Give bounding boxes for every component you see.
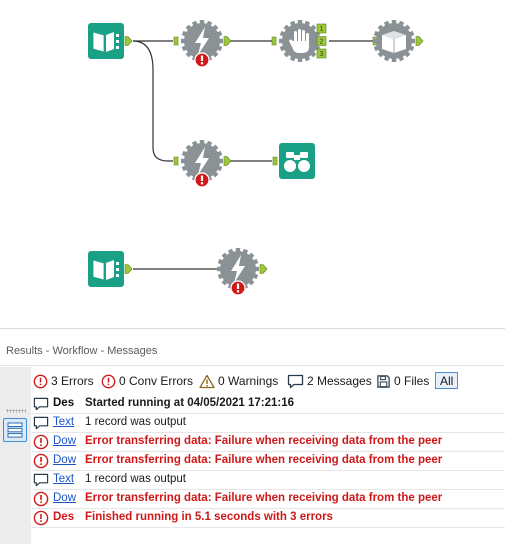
message-list: Des Started running at 04/05/2021 17:21:… [31, 395, 505, 528]
message-icon [287, 374, 304, 388]
filter-messages-label: 2 Messages [307, 374, 372, 388]
message-icon [33, 473, 49, 487]
message-tool-link[interactable]: Text [53, 416, 75, 428]
message-tool-link[interactable]: Dow [53, 435, 77, 447]
svg-text:1: 1 [320, 26, 324, 33]
message-row[interactable]: Dow Error transferring data: Failure whe… [31, 490, 505, 509]
filter-messages[interactable]: 2 Messages [287, 371, 372, 391]
filter-warnings-label: 0 Warnings [218, 374, 279, 388]
message-tool-link[interactable]: Dow [53, 492, 77, 504]
filter-warnings[interactable]: 0 Warnings [199, 371, 278, 391]
filter-conv-errors-label: 0 Conv Errors [119, 374, 194, 388]
filter-errors[interactable]: 3 Errors [33, 371, 94, 391]
text-input-tool[interactable] [87, 22, 133, 60]
output-tool[interactable] [372, 20, 424, 62]
drag-grip-icon[interactable] [6, 409, 26, 413]
message-text: Error transferring data: Failure when re… [85, 492, 443, 504]
message-icon [33, 397, 49, 411]
message-text: 1 record was output [85, 416, 187, 428]
conv-error-icon [101, 374, 116, 388]
message-text: Error transferring data: Failure when re… [85, 435, 443, 447]
svg-text:3: 3 [320, 51, 324, 58]
filter-files[interactable]: 0 Files [376, 371, 429, 391]
message-filter-bar: 3 Errors 0 Conv Errors 0 Warnings 2 Mess… [31, 371, 505, 391]
message-text: Started running at 04/05/2021 17:21:16 [85, 397, 295, 409]
error-icon [33, 510, 49, 526]
hand-stop-icon [289, 29, 309, 53]
save-file-icon [377, 374, 390, 388]
list-view-icon [7, 422, 23, 438]
filter-errors-label: 3 Errors [51, 374, 94, 388]
filter-conv-errors[interactable]: 0 Conv Errors [101, 371, 193, 391]
text-input-tool[interactable] [87, 250, 133, 288]
message-row[interactable]: Des Finished running in 5.1 seconds with… [31, 509, 505, 528]
filter-output-anchors: 1 2 3 [316, 23, 327, 59]
panel-divider [0, 365, 505, 366]
filter-files-label: 0 Files [394, 374, 430, 388]
svg-text:2: 2 [320, 39, 324, 46]
download-tool[interactable] [173, 140, 232, 188]
message-text: Error transferring data: Failure when re… [85, 454, 443, 466]
message-row[interactable]: Des Started running at 04/05/2021 17:21:… [31, 395, 505, 414]
filter-tool[interactable]: 1 2 3 [271, 20, 327, 62]
download-tool[interactable] [173, 20, 232, 68]
message-text: 1 record was output [85, 473, 187, 485]
message-tool-link[interactable]: Dow [53, 454, 77, 466]
workflow-canvas[interactable]: 1 2 3 [0, 0, 505, 328]
download-tool[interactable] [217, 248, 268, 296]
messages-view-button[interactable] [3, 418, 27, 442]
error-badge-icon [230, 280, 246, 296]
binoculars-icon [284, 152, 310, 172]
message-row[interactable]: Dow Error transferring data: Failure whe… [31, 433, 505, 452]
message-row[interactable]: Text 1 record was output [31, 471, 505, 490]
results-panel-title: Results - Workflow - Messages [6, 345, 158, 357]
message-icon [33, 416, 49, 430]
error-badge-icon [194, 52, 210, 68]
message-text: Finished running in 5.1 seconds with 3 e… [85, 511, 333, 523]
warning-icon [199, 374, 215, 388]
error-icon [33, 491, 49, 507]
error-icon [33, 453, 49, 469]
error-icon [33, 374, 48, 388]
filter-all-button[interactable]: All [435, 372, 459, 389]
message-row[interactable]: Dow Error transferring data: Failure whe… [31, 452, 505, 471]
message-tool-link[interactable]: Text [53, 473, 75, 485]
browse-tool[interactable] [272, 143, 315, 179]
error-icon [33, 434, 49, 450]
message-tool-name: Des [53, 397, 75, 409]
message-row[interactable]: Text 1 record was output [31, 414, 505, 433]
message-tool-name: Des [53, 511, 75, 523]
error-badge-icon [194, 172, 210, 188]
results-side-strip [0, 367, 31, 544]
results-panel: Results - Workflow - Messages 3 Errors [0, 328, 505, 544]
open-book-icon [382, 31, 406, 53]
connection-lines [132, 40, 373, 270]
